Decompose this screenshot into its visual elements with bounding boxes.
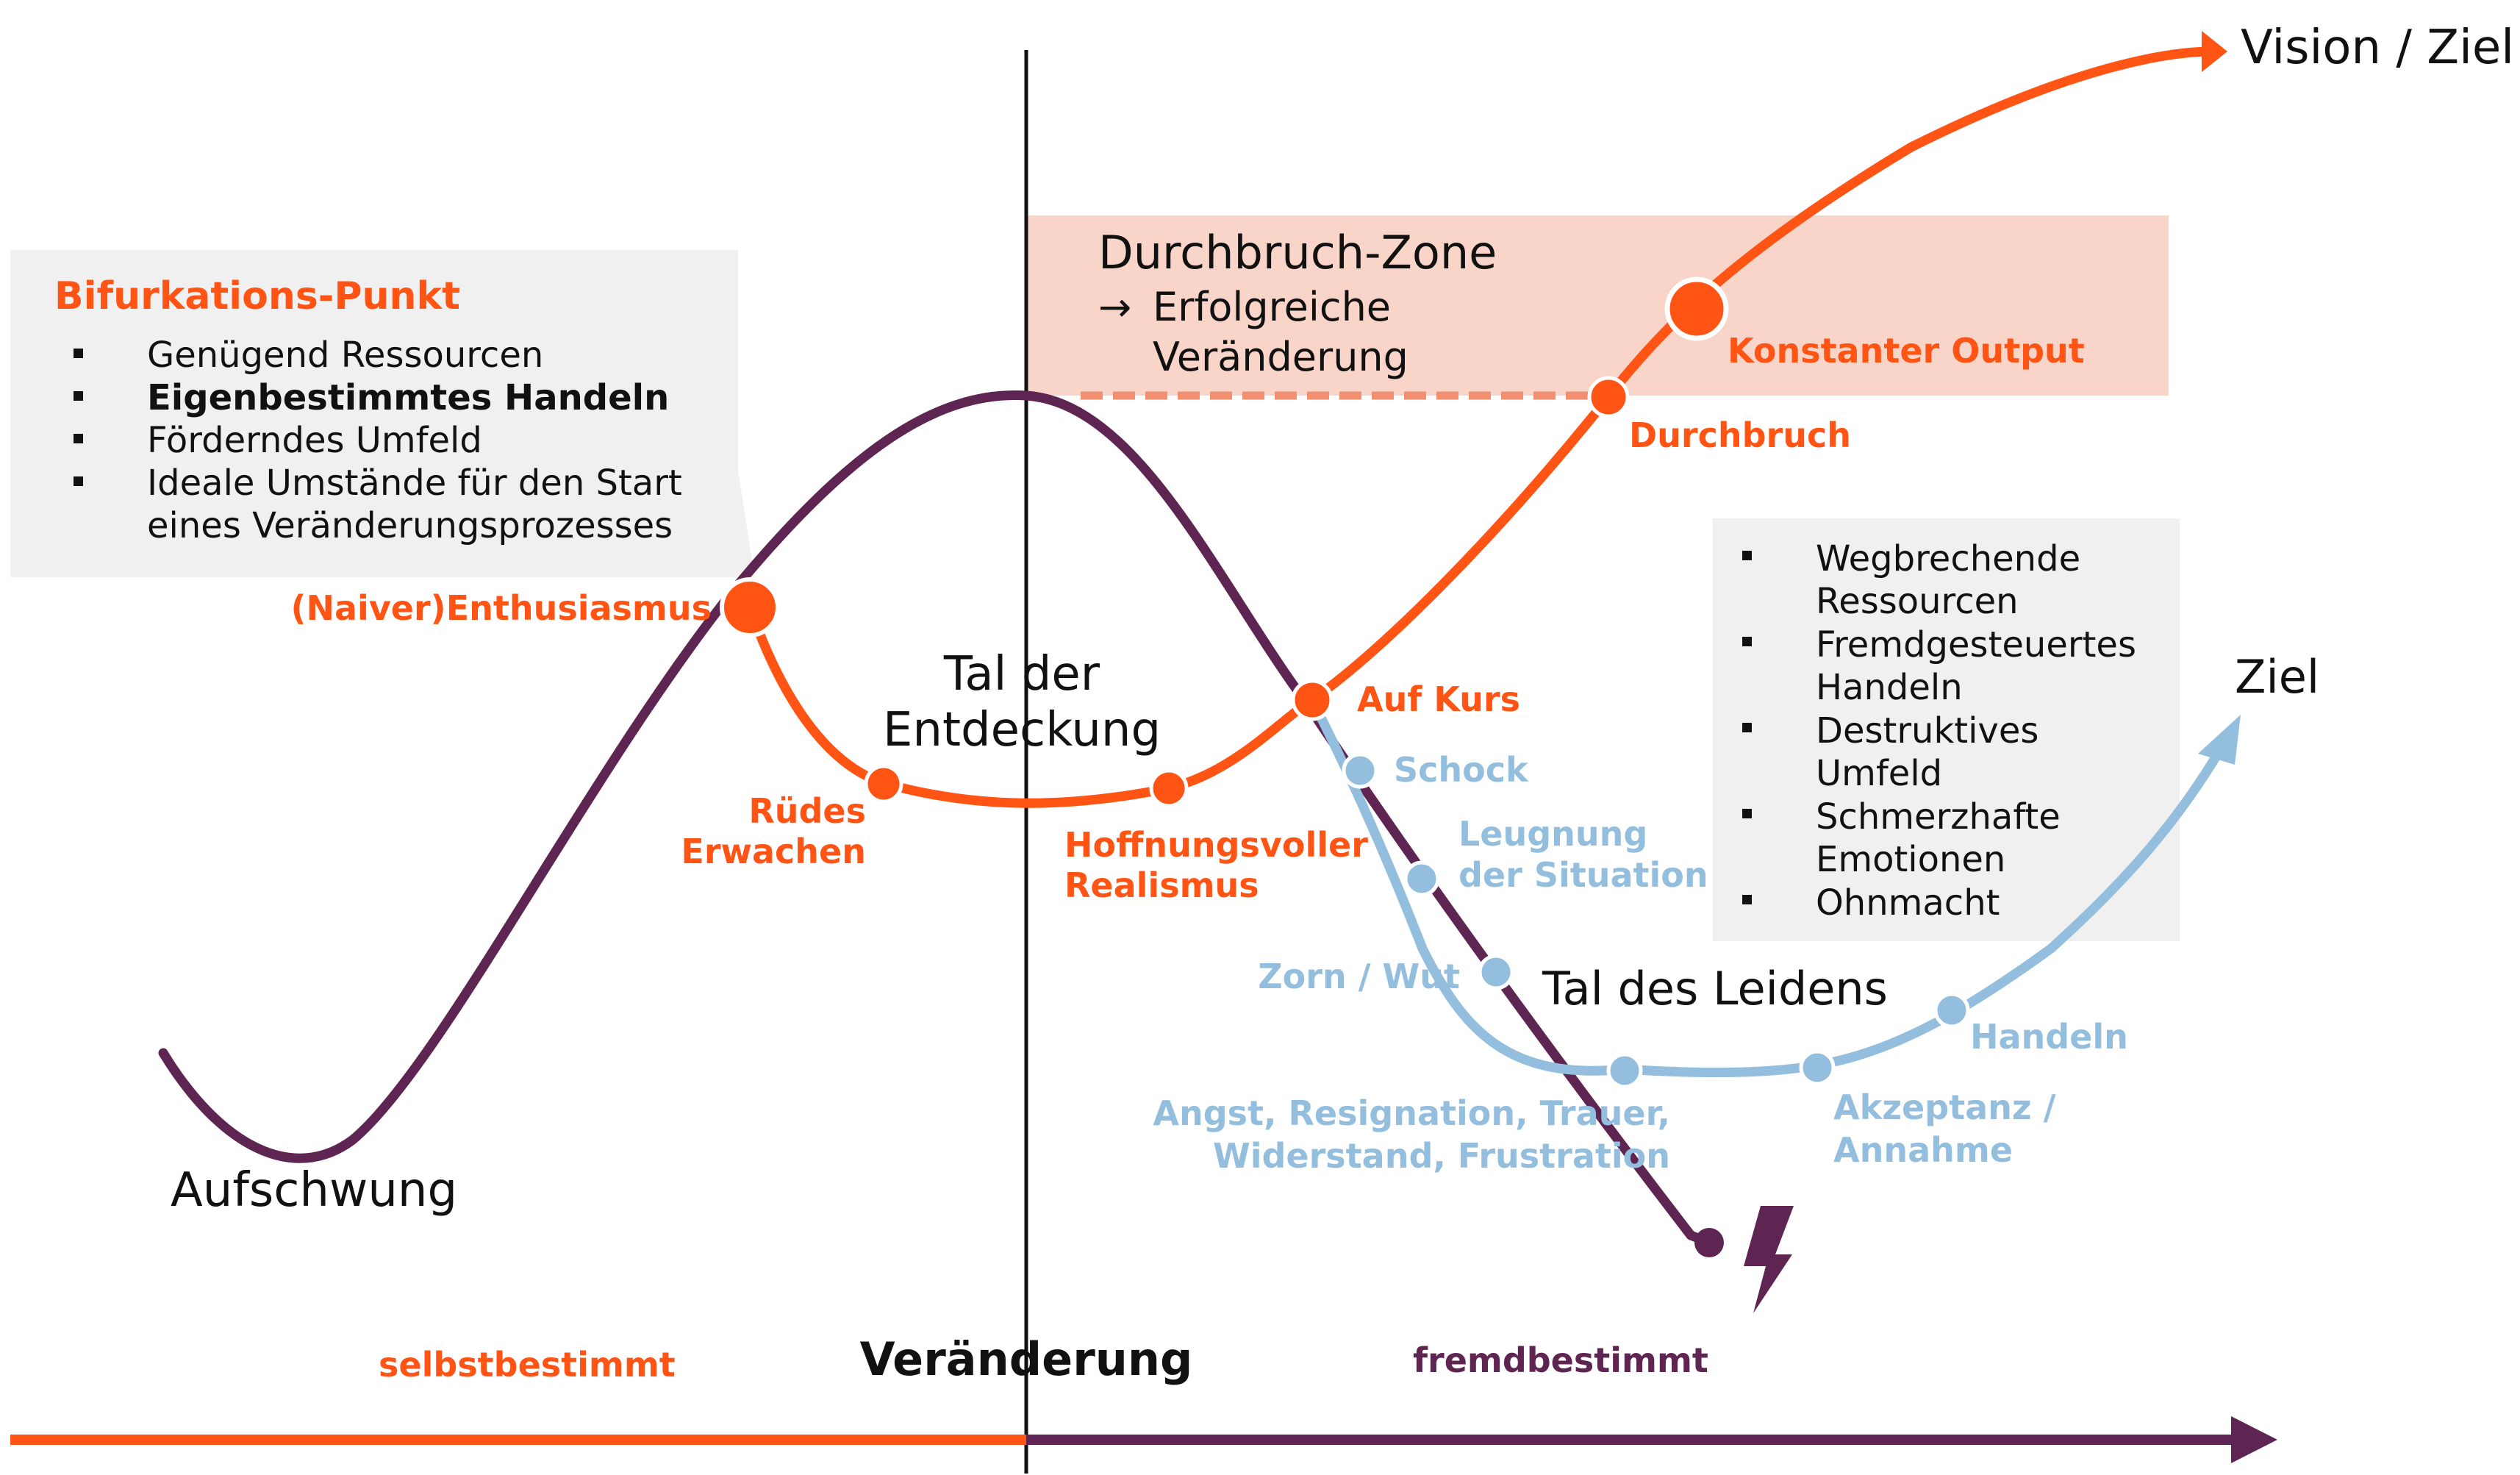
bullet-r2	[1742, 637, 1752, 646]
bullet-4	[74, 476, 83, 486]
dot-enthusiasmus	[720, 577, 780, 638]
tal-entdeckung-label-2: Entdeckung	[883, 703, 1161, 757]
konstanter-output-label: Konstanter Output	[1728, 331, 2085, 371]
vision-ziel-label: Vision / Ziel	[2241, 21, 2514, 75]
dot-schock	[1342, 752, 1378, 789]
durchbruch-zone-line1: Erfolgreiche	[1153, 284, 1391, 330]
bullet-3	[74, 434, 83, 443]
factor-item-cont: Emotionen	[1816, 839, 2005, 880]
enthusiasmus-label: (Naiver)Enthusiasmus	[290, 588, 712, 628]
factor-item: Ohnmacht	[1816, 882, 2000, 924]
ruedes-label-1: Rüdes	[748, 791, 866, 831]
vision-arrowhead	[2202, 31, 2227, 72]
dot-hoffnung	[1149, 768, 1189, 808]
purple-curve-end-dot	[1694, 1228, 1724, 1257]
akzeptanz-label-2: Annahme	[1833, 1130, 2013, 1170]
factor-item-cont: Handeln	[1816, 667, 1963, 708]
bifurkation-item: Förderndes Umfeld	[147, 420, 482, 461]
factor-item: Wegbrechende	[1816, 538, 2080, 579]
durchbruch-zone-arrow: →	[1098, 284, 1131, 330]
durchbruch-zone-box	[1025, 215, 2169, 396]
handeln-label: Handeln	[1970, 1017, 2128, 1057]
bullet-r4	[1742, 809, 1752, 818]
bullet-r1	[1742, 551, 1752, 560]
leugnung-label-1: Leugnung	[1458, 814, 1647, 854]
dot-leugnung	[1403, 860, 1440, 897]
factor-item-cont: Umfeld	[1816, 753, 1942, 794]
lightning-icon	[1744, 1206, 1794, 1313]
dot-zorn	[1478, 954, 1514, 990]
durchbruch-label: Durchbruch	[1629, 415, 1851, 455]
dot-auf-kurs	[1291, 679, 1334, 721]
negative-factors-list: Wegbrechende Ressourcen Fremdgesteuertes…	[1742, 538, 2136, 924]
bifurkation-list: Genügend Ressourcen Eigenbestimmtes Hand…	[74, 335, 682, 546]
factor-item: Fremdgesteuertes	[1816, 624, 2136, 665]
ziel-label: Ziel	[2235, 650, 2319, 704]
dot-konstanter-output	[1664, 276, 1729, 341]
hoffnung-label-2: Realismus	[1064, 865, 1259, 905]
dot-handeln	[1933, 992, 1970, 1029]
hoffnung-label-1: Hoffnungsvoller	[1064, 825, 1368, 865]
akzeptanz-label-1: Akzeptanz /	[1833, 1088, 2056, 1127]
fremdbestimmt-label: fremdbestimmt	[1413, 1340, 1708, 1380]
durchbruch-zone-title: Durchbruch-Zone	[1098, 226, 1497, 279]
negative-factors-box	[1713, 518, 2180, 941]
leugnung-label-2: der Situation	[1458, 855, 1708, 895]
bullet-1	[74, 349, 83, 358]
dot-akzeptanz	[1799, 1049, 1836, 1086]
bullet-r3	[1742, 723, 1752, 732]
tal-leidens-label: Tal des Leidens	[1542, 962, 1888, 1015]
auf-kurs-label: Auf Kurs	[1357, 679, 1520, 719]
durchbruch-zone-line2: Veränderung	[1153, 334, 1408, 380]
dot-angst	[1606, 1052, 1643, 1089]
factor-item: Schmerzhafte	[1816, 796, 2061, 838]
bullet-2	[74, 391, 83, 401]
dot-ruedes-erwachen	[864, 764, 903, 804]
bifurkation-box	[10, 250, 738, 577]
angst-label-2: Widerstand, Frustration	[1213, 1136, 1670, 1176]
angst-label-1: Angst, Resignation, Trauer,	[1153, 1093, 1670, 1133]
schock-label: Schock	[1394, 750, 1529, 790]
bullet-r5	[1742, 895, 1752, 904]
ziel-arrowhead	[2198, 715, 2241, 765]
factor-item: Destruktives	[1816, 710, 2038, 751]
aufschwung-label: Aufschwung	[171, 1163, 457, 1218]
blue-suffering-curve	[1307, 695, 2225, 1078]
purple-wave-curve	[158, 390, 1696, 1240]
axis-arrowhead	[2231, 1416, 2277, 1463]
zorn-label: Zorn / Wut	[1258, 957, 1460, 996]
factor-item-cont: Ressourcen	[1816, 581, 2019, 622]
selbstbestimmt-label: selbstbestimmt	[379, 1345, 676, 1385]
tal-entdeckung-label-1: Tal der	[943, 647, 1100, 701]
ruedes-label-2: Erwachen	[681, 832, 866, 871]
dot-durchbruch	[1587, 376, 1630, 418]
bifurkation-item: Ideale Umstände für den Start	[147, 463, 682, 504]
bifurkation-item: eines Veränderungsprozesses	[147, 505, 673, 546]
bifurkation-item: Genügend Ressourcen	[147, 335, 543, 376]
bifurkation-title: Bifurkations-Punkt	[54, 274, 460, 318]
veraenderung-label: Veränderung	[860, 1332, 1193, 1386]
bifurkation-item: Eigenbestimmtes Handeln	[147, 377, 669, 418]
